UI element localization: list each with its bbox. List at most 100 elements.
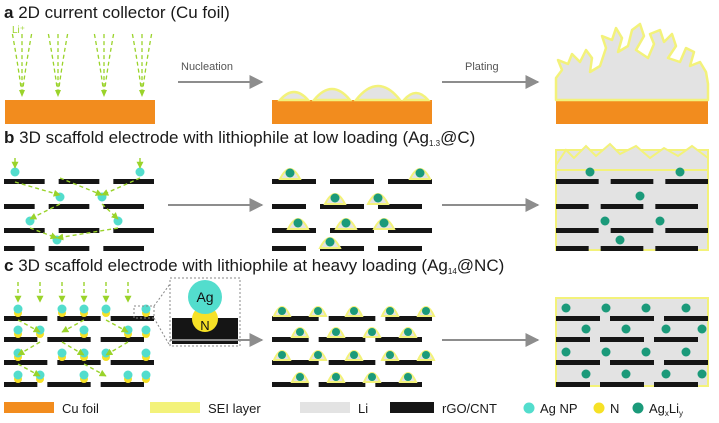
ag-np <box>79 325 89 335</box>
agxliy-particle <box>585 167 595 177</box>
ag-np <box>101 304 111 314</box>
legend-sei-label: SEI layer <box>208 401 261 416</box>
rgo-cnt-layer <box>610 316 654 321</box>
rgo-cnt-layer <box>318 382 366 387</box>
inset-ag-dot <box>188 280 222 314</box>
panel-b-scaffold-2 <box>272 168 432 251</box>
legend-rgo-swatch <box>390 402 434 413</box>
agxliy-particle <box>561 303 571 313</box>
rgo-cnt-layer <box>103 204 144 209</box>
rgo-cnt-layer <box>272 246 306 251</box>
panel-b-title: b 3D scaffold electrode with lithiophile… <box>4 128 475 148</box>
rgo-cnt-layer <box>4 382 38 387</box>
rgo-cnt-layer <box>556 179 599 184</box>
ag-n-inset: Ag N <box>133 277 241 347</box>
rgo-cnt-layer <box>330 179 374 184</box>
ag-np <box>141 304 151 314</box>
agxliy-particle <box>296 373 304 381</box>
rgo-cnt-layer <box>58 179 100 184</box>
rgo-cnt-layer <box>48 246 90 251</box>
panel-c-scaffold-2 <box>272 306 436 387</box>
ag-np <box>79 304 89 314</box>
legend-agli-dot <box>632 402 644 414</box>
legend-rgo-label: rGO/CNT <box>442 401 497 416</box>
ag-np <box>57 304 67 314</box>
li-flux-arrow <box>105 341 129 356</box>
agxliy-particle <box>350 307 358 315</box>
li-flux-arrowhead <box>19 90 25 97</box>
ag-np <box>113 216 123 226</box>
agxliy-particle <box>314 351 322 359</box>
panel-c-flux-arrows <box>14 282 132 377</box>
rgo-cnt-layer <box>388 179 432 184</box>
li-flux-arrow <box>29 203 61 220</box>
cu-foil-a1 <box>5 100 155 124</box>
rgo-cnt-layer <box>654 337 698 342</box>
agxliy-particle <box>296 328 304 336</box>
ag-np <box>141 370 151 380</box>
rgo-cnt-layer <box>556 246 589 251</box>
rgo-cnt-layer <box>47 382 91 387</box>
rgo-cnt-layer <box>328 316 376 321</box>
li-flux-arrow <box>101 203 119 220</box>
rgo-cnt-layer <box>556 382 590 387</box>
agxliy-particle <box>368 373 376 381</box>
inset-n-label: N <box>200 318 209 333</box>
rgo-cnt-layer <box>375 337 422 342</box>
agxliy-particle <box>422 351 430 359</box>
ag-np <box>141 325 151 335</box>
agxliy-particle <box>404 328 412 336</box>
rgo-cnt-layer <box>57 316 101 321</box>
legend-sei-swatch <box>150 402 200 413</box>
rgo-cnt-layer <box>110 316 154 321</box>
rgo-cnt-layer <box>4 228 45 233</box>
legend-cu-foil-swatch <box>4 402 54 413</box>
rgo-cnt-layer <box>272 337 309 342</box>
agxliy-particle <box>641 303 651 313</box>
rgo-cnt-layer <box>272 204 306 209</box>
li-flux-arrow <box>93 33 105 97</box>
rgo-cnt-layer <box>665 228 708 233</box>
rgo-cnt-layer <box>4 337 38 342</box>
li-flux-arrow <box>17 341 41 356</box>
ag-np <box>13 325 23 335</box>
li-flux-arrow <box>21 33 33 97</box>
li-flux-arrow <box>61 341 85 356</box>
li-flux-arrow <box>14 181 61 197</box>
agxliy-particle <box>655 216 665 226</box>
agxliy-particle <box>635 191 645 201</box>
rgo-cnt-layer <box>328 360 376 365</box>
rgo-cnt-layer <box>378 246 422 251</box>
rgo-cnt-layer <box>272 382 309 387</box>
agxliy-particle <box>368 328 376 336</box>
rgo-cnt-layer <box>272 360 319 365</box>
agxliy-particle <box>697 369 707 379</box>
rgo-cnt-layer <box>610 360 654 365</box>
legend-cu-foil-label: Cu foil <box>62 401 99 416</box>
ag-np <box>135 167 145 177</box>
li-flux-arrowhead <box>139 90 145 97</box>
nucleation-label: Nucleation <box>181 61 233 73</box>
li-ion-label: Li⁺ <box>12 25 25 36</box>
ag-np <box>13 370 23 380</box>
agxliy-particle <box>641 347 651 357</box>
agxliy-particle <box>379 218 389 228</box>
agxliy-particle <box>601 303 611 313</box>
agxliy-particle <box>332 328 340 336</box>
li-flux-arrow <box>131 33 143 97</box>
agxliy-particle <box>293 218 303 228</box>
rgo-cnt-layer <box>103 246 144 251</box>
panel-b: b 3D scaffold electrode with lithiophile… <box>4 128 709 251</box>
rgo-cnt-layer <box>4 360 48 365</box>
cu-foil-a3 <box>556 100 708 124</box>
inset-ag-label: Ag <box>196 289 213 305</box>
rgo-cnt-layer <box>655 204 698 209</box>
agxliy-particle <box>675 167 685 177</box>
rgo-cnt-layer <box>665 179 708 184</box>
li-ion-flux-arrows <box>11 33 153 97</box>
rgo-cnt-layer <box>600 246 644 251</box>
legend-n-label: N <box>610 401 619 416</box>
rgo-cnt-layer <box>385 360 432 365</box>
panel-c-scaffold-1 <box>4 304 154 387</box>
